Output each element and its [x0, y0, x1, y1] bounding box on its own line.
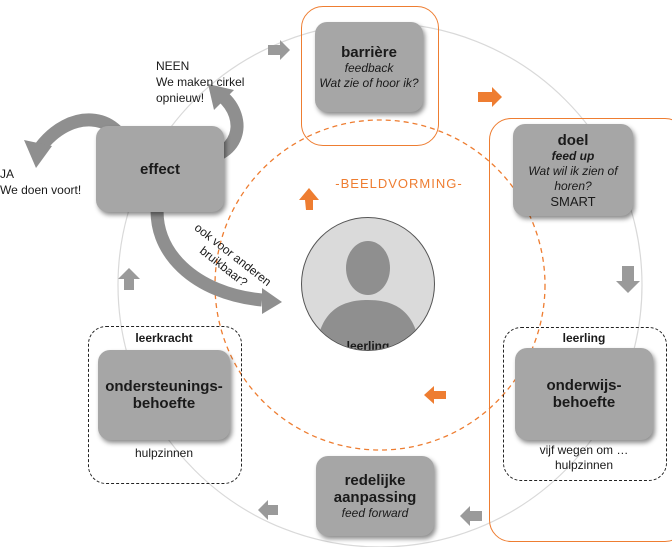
person-icon — [316, 241, 420, 350]
arrow-no-head — [208, 84, 234, 110]
cycle-arrow-top — [268, 40, 290, 60]
aanpassing-title2: aanpassing — [333, 488, 417, 506]
student-label: leerling — [346, 339, 390, 351]
onderwijs-box: onderwijs- behoefte — [515, 348, 653, 440]
doel-title: doel — [557, 131, 589, 149]
cycle-arrow-bottom-right — [460, 506, 482, 526]
doel-box: doel feed up Wat wil ik zien of horen? S… — [513, 124, 633, 216]
doel-onderwijs-frame — [489, 118, 672, 542]
doel-line4: SMART — [550, 193, 596, 209]
ondersteuning-title2: behoefte — [132, 395, 196, 412]
cycle-arrow-right — [616, 266, 640, 293]
yes-text: JA We doen voort! — [0, 166, 81, 198]
no-text: NEEN We maken cirkel opnieuw! — [156, 58, 244, 106]
arrow-reuse-head — [262, 288, 282, 314]
beeldvorming-label: -BEELDVORMING- — [335, 176, 463, 191]
yes-line1: JA — [0, 167, 15, 181]
barriere-line1: feedback — [344, 60, 394, 75]
orange-arrow-top-right — [478, 87, 502, 107]
ondersteuning-header: leerkracht — [135, 331, 193, 345]
barriere-box: barrière feedback Wat zie of hoor ik? — [315, 22, 423, 112]
doel-line1: feed up — [551, 148, 595, 163]
cycle-arrow-bottom-left — [258, 500, 278, 520]
yes-line2: We doen voort! — [0, 183, 82, 197]
ondersteuning-box: ondersteunings- behoefte — [98, 350, 230, 440]
onderwijs-title2: behoefte — [552, 394, 616, 411]
no-line2: We maken cirkel — [156, 75, 245, 89]
ondersteuning-frame — [88, 326, 242, 484]
aanpassing-box: redelijke aanpassing feed forward — [316, 456, 434, 536]
onderwijs-frame — [503, 327, 667, 481]
onderwijs-footer: vijf wegen om … hulpzinnen — [513, 443, 655, 473]
aanpassing-line1: feed forward — [341, 505, 409, 520]
ondersteuning-footer: hulpzinnen — [134, 446, 194, 460]
barriere-title: barrière — [341, 43, 397, 61]
effect-title: effect — [139, 160, 180, 178]
onderwijs-footer1: vijf wegen om … — [539, 443, 629, 457]
student-circle: leerling — [301, 217, 435, 351]
doel-line3: horen? — [554, 178, 592, 193]
orange-arrow-left — [299, 188, 319, 210]
cycle-arrow-left — [118, 268, 140, 290]
onderwijs-footer2: hulpzinnen — [554, 458, 614, 472]
orange-arrow-bottom — [424, 386, 446, 404]
ondersteuning-title1: ondersteunings- — [105, 378, 223, 395]
onderwijs-title1: onderwijs- — [546, 377, 622, 394]
beeldvorming-circle — [214, 119, 546, 451]
effect-box: effect — [96, 126, 224, 212]
doel-line2: Wat wil ik zien of — [528, 163, 618, 178]
arrow-reuse-curve — [150, 199, 263, 307]
no-line3: opnieuw! — [156, 91, 205, 105]
barriere-frame — [301, 6, 439, 146]
barriere-line2: Wat zie of hoor ik? — [319, 75, 419, 90]
no-line1: NEEN — [156, 59, 190, 73]
aanpassing-title1: redelijke — [344, 471, 406, 489]
arrow-yes-head — [24, 140, 52, 168]
onderwijs-header: leerling — [562, 331, 606, 345]
